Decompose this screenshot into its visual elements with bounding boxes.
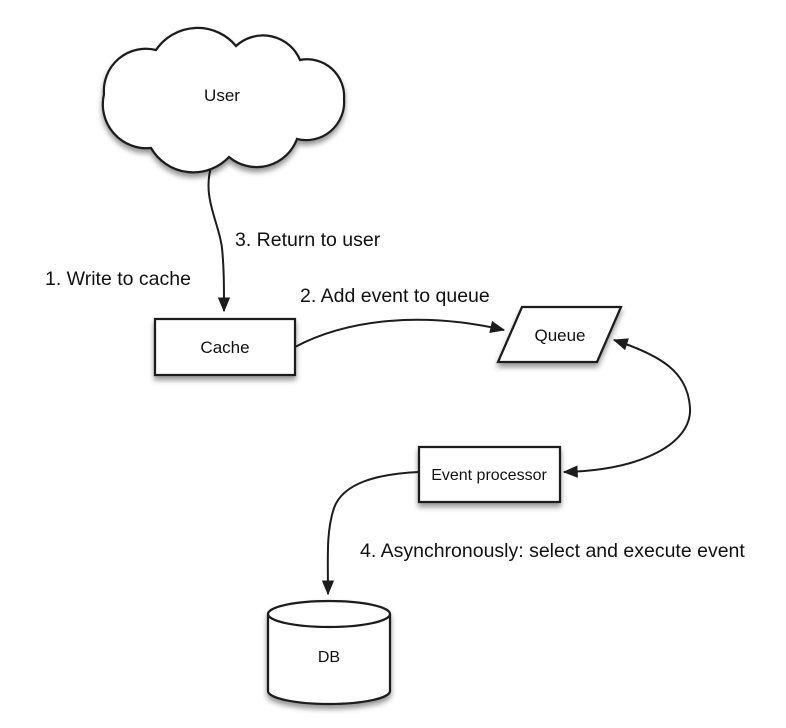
node-event-processor: Event processor <box>417 445 562 504</box>
node-user: User <box>101 26 346 174</box>
step1-label: 1. Write to cache <box>45 268 191 290</box>
step3-label: 3. Return to user <box>235 229 381 251</box>
cache-shape <box>153 317 297 377</box>
node-cache: Cache <box>153 317 297 377</box>
step-labels-layer: 1. Write to cache 2. Add event to queue … <box>45 229 745 562</box>
arrow-event-processor-to-db <box>321 471 420 596</box>
arrow-loop-to-queue <box>612 338 691 409</box>
queue-shape <box>496 305 623 364</box>
arrow-cache-to-queue <box>294 318 506 348</box>
event-processor-shape <box>417 445 562 504</box>
cloud-shape <box>101 26 346 174</box>
step4-label: 4. Asynchronously: select and execute ev… <box>360 540 745 562</box>
step2-label: 2. Add event to queue <box>300 285 490 307</box>
cache-label: Cache <box>200 338 249 357</box>
db-shape <box>266 599 392 706</box>
node-queue: Queue <box>496 305 623 364</box>
nodes-layer: User Cache Queue Event processor <box>101 26 623 706</box>
arrow-loop-to-event-processor <box>562 407 692 478</box>
db-label: DB <box>318 649 340 666</box>
edges-layer <box>207 163 692 596</box>
queue-label: Queue <box>534 326 585 345</box>
node-db: DB <box>266 599 392 706</box>
event-processor-label: Event processor <box>431 467 547 484</box>
arrow-user-to-cache <box>207 163 231 313</box>
user-label: User <box>204 86 240 105</box>
